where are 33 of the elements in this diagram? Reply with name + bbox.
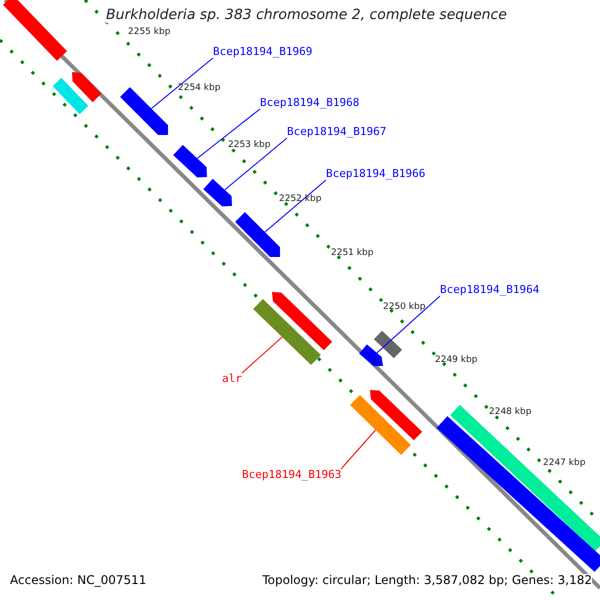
leader-line [340,430,376,470]
gene-feature [235,212,280,257]
tick-label: 2247 kbp [543,459,586,469]
tick-label: 2254 kbp [178,84,220,94]
tick-label: 2252 kbp [279,195,322,205]
gene-feature [253,299,321,365]
tick-label: 2251 kbp [331,249,374,259]
gene-label: Bcep18194_B1969 [213,46,312,58]
gene-label: Bcep18194_B1964 [440,284,540,296]
gene-label: Bcep18194_B1967 [287,126,386,138]
gene-feature [203,178,232,206]
leader-line [376,296,440,354]
tick-label: 2250 kbp [383,303,426,313]
leader-line [224,138,288,190]
tick-label: 2248 kbp [489,408,532,418]
footer-text: Accession: NC_007511 [10,574,146,588]
leader-line [242,336,283,374]
tick-label: 2249 kbp [435,356,478,366]
gene-feature [120,87,168,135]
gene-label: Bcep18194_B1963 [242,469,342,482]
leader-line [150,58,214,110]
gene-label: alr [222,373,242,386]
gene-feature [173,144,207,178]
leader-line [196,108,260,159]
tick-label: 2253 kbp [228,141,270,151]
title: Burkholderia sp. 383 chromosome 2, complete sequence [106,8,507,24]
footer-text: Topology: circular; Length: 3,587,082 bp; Genes: 3,182 [262,574,592,588]
gene-feature [350,395,411,455]
leader-line [264,180,326,233]
tick-label: 2255 kbp [128,28,170,38]
gene-label: Bcep18194_B1968 [260,97,360,110]
gene-feature [359,344,383,366]
gene-label: Bcep18194_B1966 [326,168,426,180]
